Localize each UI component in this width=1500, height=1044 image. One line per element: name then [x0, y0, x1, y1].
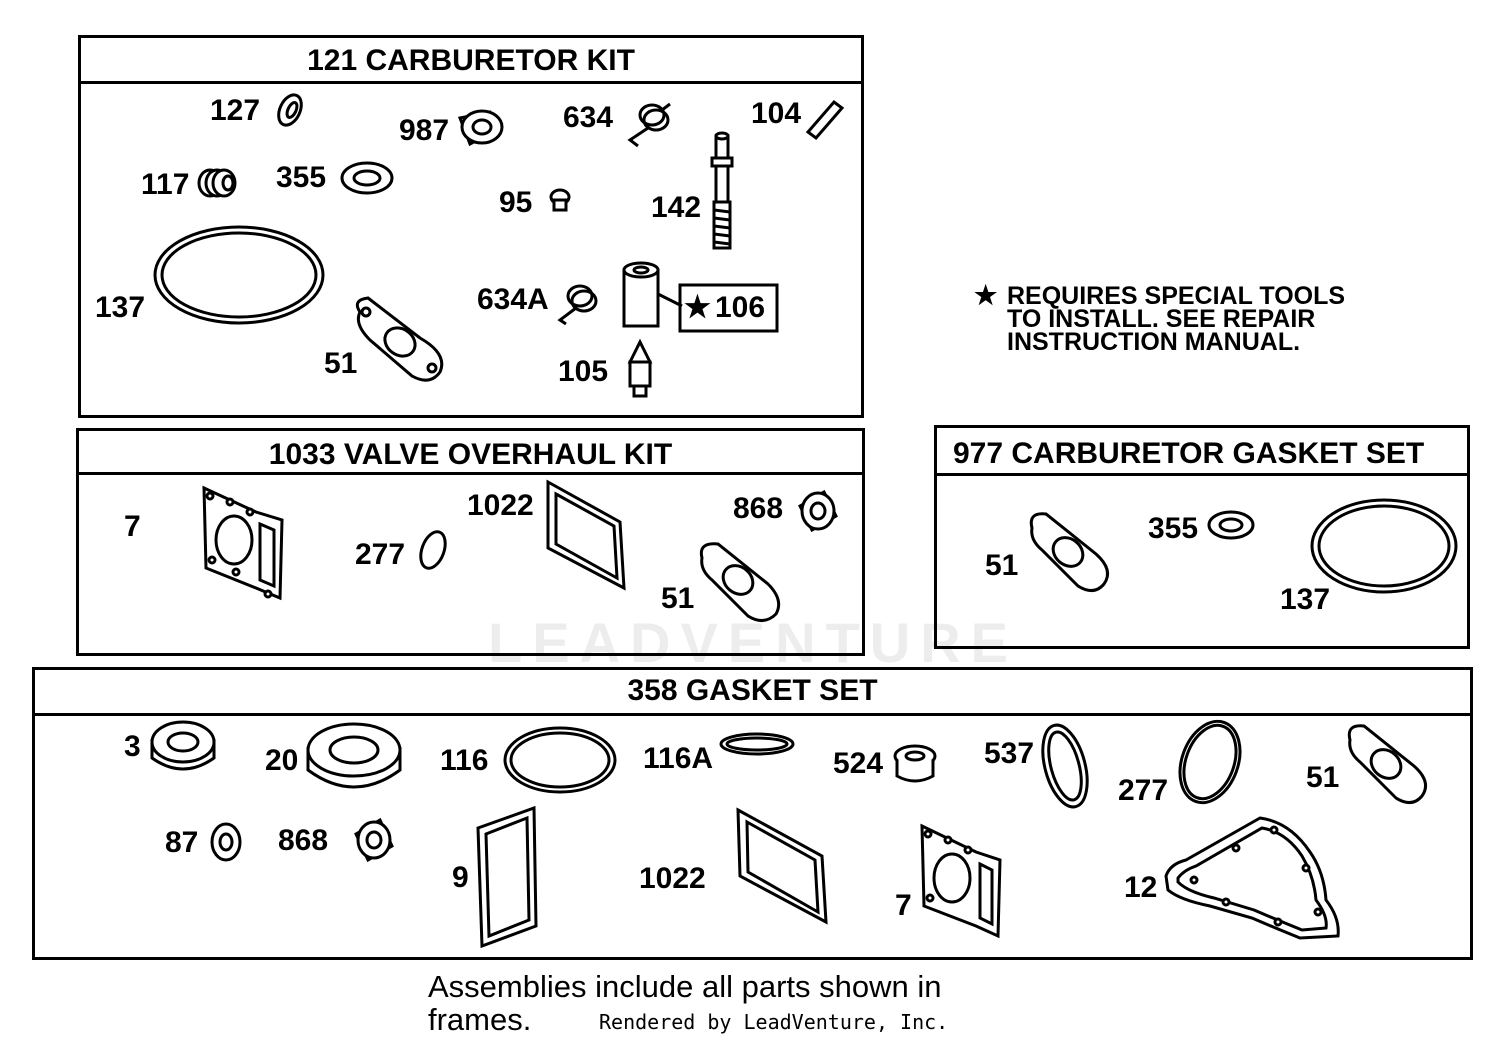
- part-3-seal-drawing: [150, 720, 216, 771]
- part-277-gasket-set-ring-drawing: [1178, 719, 1242, 805]
- part-95-screw-drawing: [549, 188, 571, 212]
- footer-note: Assemblies include all parts shown in fr…: [428, 970, 941, 1036]
- part-524-grommet-drawing: [893, 744, 937, 783]
- part-51-gasket-set-flange-drawing: [1347, 724, 1428, 804]
- part-label-277: 277: [355, 538, 406, 571]
- footer-line-2: frames.: [428, 1002, 532, 1037]
- special-note-marker: ★: [974, 280, 998, 310]
- part-label-634a: 634A: [477, 283, 549, 316]
- part-label-1022-gasket-set: 1022: [639, 862, 706, 895]
- part-label-142: 142: [651, 191, 702, 224]
- part-277-o-ring-drawing: [419, 530, 447, 570]
- part-label-51-carb-gasket-set: 51: [985, 549, 1019, 582]
- part-106-seat-drawing: [622, 261, 683, 328]
- part-label-95: 95: [499, 186, 533, 219]
- part-634-spring-drawing: [627, 102, 671, 148]
- part-1022-cover-gasket-drawing: [546, 479, 626, 591]
- watermark: LEADVENTURE: [488, 611, 1019, 674]
- part-868-seal-drawing: [798, 489, 838, 533]
- part-label-9: 9: [452, 861, 469, 894]
- part-7-head-gasket-drawing: [202, 485, 284, 601]
- part-label-105: 105: [558, 355, 609, 388]
- part-label-868-gasket-set: 868: [278, 824, 329, 857]
- part-label-634: 634: [563, 101, 614, 134]
- part-137-carb-gasket-set-ring-drawing: [1310, 498, 1458, 594]
- part-label-12: 12: [1124, 871, 1158, 904]
- part-105-needle-drawing: [627, 338, 653, 398]
- part-116a-ring-drawing: [719, 732, 795, 756]
- valve-overhaul-kit-frame: 1033 VALVE OVERHAUL KIT: [76, 428, 865, 656]
- part-9-gasket-drawing: [476, 805, 538, 949]
- part-label-51-valve-kit: 51: [661, 582, 695, 615]
- part-label-137: 137: [95, 291, 146, 324]
- part-label-20: 20: [265, 744, 299, 777]
- part-label-137-carb-gasket-set: 137: [1280, 583, 1331, 616]
- carburetor-gasket-set-title: 977 CARBURETOR GASKET SET: [937, 428, 1467, 476]
- carburetor-kit-frame: 121 CARBURETOR KIT: [78, 35, 864, 418]
- part-label-87: 87: [165, 826, 199, 859]
- part-label-104: 104: [751, 97, 802, 130]
- part-label-868: 868: [733, 492, 784, 525]
- gasket-set-frame: 358 GASKET SET: [32, 667, 1473, 960]
- part-7-gasket-set-head-drawing: [920, 823, 1002, 939]
- carburetor-kit-title: 121 CARBURETOR KIT: [81, 38, 861, 84]
- part-1022-gasket-set-cover-drawing: [736, 807, 828, 925]
- part-106-special-marker: ★: [684, 291, 711, 324]
- part-label-537: 537: [984, 737, 1035, 770]
- part-label-116a: 116A: [643, 742, 714, 775]
- part-label-524: 524: [833, 747, 884, 780]
- part-355-carb-gasket-set-washer-drawing: [1207, 510, 1255, 540]
- part-868-gasket-set-seal-drawing: [354, 817, 394, 863]
- part-label-3: 3: [124, 730, 141, 763]
- render-credit: Rendered by LeadVenture, Inc.: [599, 1010, 949, 1034]
- part-label-51-gasket-set: 51: [1306, 761, 1340, 794]
- carburetor-gasket-set-frame: 977 CARBURETOR GASKET SET: [934, 425, 1470, 649]
- part-12-crankcase-gasket-drawing: [1164, 816, 1340, 940]
- part-label-51: 51: [324, 347, 358, 380]
- part-label-277-gasket-set: 277: [1118, 774, 1169, 807]
- part-label-116: 116: [440, 744, 489, 777]
- footer-line-1: Assemblies include all parts shown in: [428, 969, 942, 1004]
- part-label-106: 106: [715, 291, 766, 324]
- part-127-ring-drawing: [277, 93, 303, 127]
- part-634a-spring-drawing: [557, 284, 598, 326]
- part-label-127: 127: [210, 94, 261, 127]
- part-label-117: 117: [141, 168, 190, 201]
- gasket-set-title: 358 GASKET SET: [35, 670, 1470, 716]
- part-label-1022: 1022: [467, 489, 534, 522]
- part-104-pin-drawing: [805, 99, 845, 141]
- special-note-line-2: TO INSTALL. SEE REPAIR: [1007, 305, 1316, 333]
- part-87-seal-drawing: [210, 822, 242, 862]
- part-label-355-carb-gasket-set: 355: [1148, 512, 1199, 545]
- part-116-ring-drawing: [503, 726, 617, 794]
- special-tools-note: REQUIRES SPECIAL TOOLS TO INSTALL. SEE R…: [1007, 282, 1346, 356]
- part-537-gasket-drawing: [1041, 723, 1089, 809]
- special-note-line-1: REQUIRES SPECIAL TOOLS: [1007, 282, 1346, 310]
- part-355-washer-drawing: [340, 161, 394, 195]
- part-106-boxed-frame: [678, 283, 779, 333]
- part-label-987: 987: [399, 114, 450, 147]
- part-137-large-ring-drawing: [153, 225, 325, 325]
- part-20-seal-drawing: [306, 722, 402, 789]
- part-987-bushing-drawing: [457, 109, 504, 147]
- part-117-threaded-nut-drawing: [197, 168, 237, 198]
- part-51-flange-gasket-drawing: [355, 296, 444, 382]
- part-label-7-gasket-set: 7: [895, 889, 912, 922]
- part-label-7: 7: [124, 510, 141, 543]
- part-51-valve-kit-gasket-drawing: [699, 542, 781, 622]
- special-note-line-3: INSTRUCTION MANUAL.: [1007, 328, 1301, 356]
- part-142-tube-drawing: [710, 131, 734, 250]
- valve-overhaul-kit-title: 1033 VALVE OVERHAUL KIT: [79, 431, 862, 475]
- part-label-355: 355: [276, 161, 327, 194]
- part-51-carb-gasket-set-drawing: [1029, 512, 1110, 592]
